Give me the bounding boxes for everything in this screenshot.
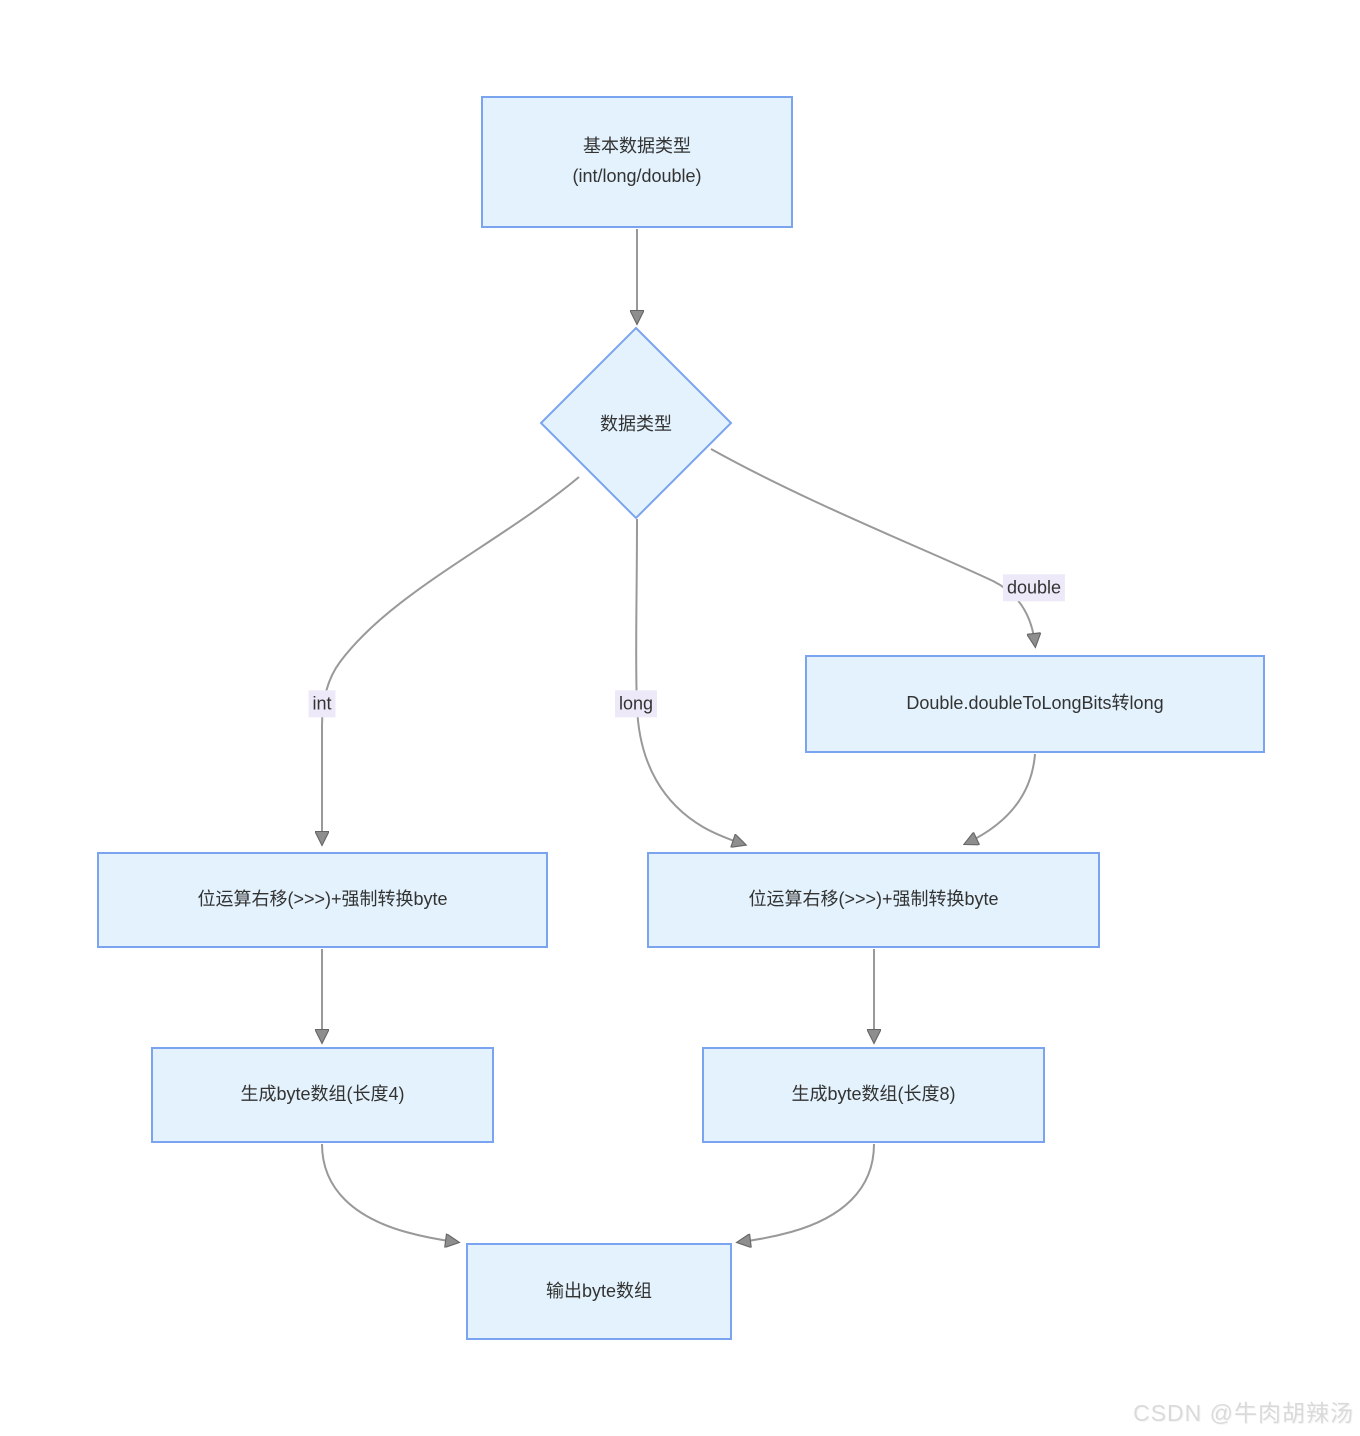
node-shift-long-label: 位运算右移(>>>)+强制转换byte xyxy=(748,889,999,910)
edge-double-convert-to-shift-long xyxy=(967,753,1036,843)
csdn-watermark: CSDN @牛肉胡辣汤 xyxy=(1133,1400,1354,1426)
edge-decision-to-shift-int xyxy=(322,476,580,842)
node-start-line2: (int/long/double) xyxy=(572,166,702,186)
node-bytes8-label: 生成byte数组(长度8) xyxy=(791,1084,956,1105)
node-start-line1: 基本数据类型 xyxy=(583,136,691,157)
edge-label-double: double xyxy=(1002,574,1066,602)
node-bytes4-label: 生成byte数组(长度4) xyxy=(240,1084,405,1105)
node-double-convert-label: Double.doubleToLongBits转long xyxy=(906,693,1164,714)
node-output: 输出byte数组 xyxy=(466,1243,732,1340)
node-output-label: 输出byte数组 xyxy=(545,1280,653,1301)
edge-decision-to-double-convert xyxy=(710,448,1035,644)
edge-bytes4-to-output xyxy=(321,1143,456,1242)
node-start: 基本数据类型 (int/long/double) xyxy=(481,96,793,228)
edge-label-int: int xyxy=(308,690,336,718)
node-bytes4: 生成byte数组(长度4) xyxy=(151,1047,494,1143)
edge-label-long: long xyxy=(614,690,658,718)
node-shift-int-label: 位运算右移(>>>)+强制转换byte xyxy=(197,889,448,910)
node-shift-int: 位运算右移(>>>)+强制转换byte xyxy=(97,852,548,948)
edge-decision-to-shift-long xyxy=(635,518,743,844)
node-decision-label: 数据类型 xyxy=(600,414,672,434)
node-bytes8: 生成byte数组(长度8) xyxy=(702,1047,1045,1143)
edge-bytes8-to-output xyxy=(740,1143,875,1242)
node-double-convert: Double.doubleToLongBits转long xyxy=(805,655,1265,753)
decision-diamond-shape xyxy=(539,326,733,520)
node-shift-long: 位运算右移(>>>)+强制转换byte xyxy=(647,852,1100,948)
